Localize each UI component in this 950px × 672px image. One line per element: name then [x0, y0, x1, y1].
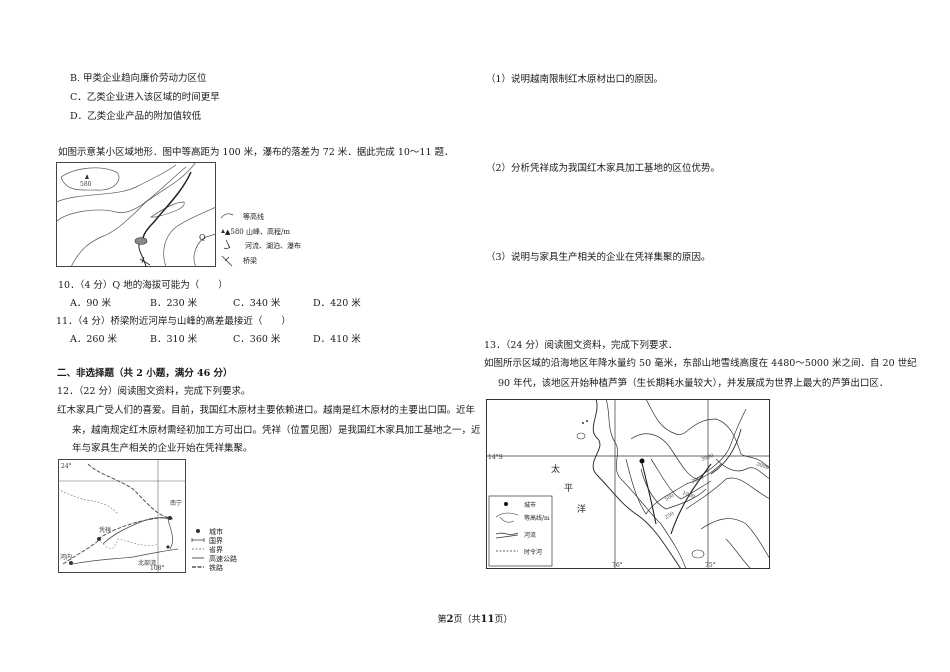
svg-text:14°S: 14°S [488, 454, 503, 461]
svg-text:等高线/m: 等高线/m [524, 514, 550, 522]
q10-option-d: D．420 米 [313, 298, 361, 309]
svg-text:500: 500 [664, 493, 675, 503]
legend-highway: 高速公路 [209, 555, 237, 563]
q10-stem: 10．（4 分）Q 地的海拔可能为（ ） [58, 280, 228, 291]
q12-sub2: （2）分析凭祥成为我国红木家具加工基地的区位优势。 [486, 163, 721, 174]
legend-contour: 等高线 [243, 213, 264, 221]
svg-text:时令河: 时令河 [524, 548, 542, 556]
contour-map-legend [220, 210, 234, 268]
q13-passage-line2: 90 年代，该地区开始种植芦笋（生长期耗水量较大），并发展成为世界上最大的芦笋出… [498, 378, 889, 389]
city-dot-icon [504, 502, 508, 506]
contour-map-figure: 580 Q [56, 162, 216, 267]
q13-stem: 13．（24 分）阅读图文资料，完成下列要求． [484, 340, 678, 351]
q12-sub1: （1）说明越南限制红木原材出口的原因。 [486, 74, 664, 85]
legend-city: 城市 [209, 528, 223, 536]
q12-sub3: （3）说明与家具生产相关的企业在凭祥集聚的原因。 [486, 252, 711, 263]
option-d-prev: D．乙类企业产品的附加值较低 [70, 111, 202, 122]
option-c-prev: C．乙类企业进入该区域的时间更早 [70, 92, 220, 103]
svg-text:75°: 75° [705, 562, 716, 569]
city-dot-icon [69, 561, 73, 565]
q11-option-b: B．310 米 [150, 334, 198, 345]
legend-bridge: 桥梁 [243, 257, 257, 265]
q12-stem: 12．（22 分）阅读图文资料，完成下列要求。 [57, 386, 251, 397]
svg-text:平: 平 [564, 483, 573, 494]
svg-text:24°: 24° [61, 463, 72, 470]
svg-text:Q: Q [199, 233, 206, 242]
svg-text:250: 250 [664, 511, 675, 521]
q12-passage-line2: 来，越南规定红木原材需经初加工方可出口。凭祥（位置见图）是我国红木家具加工基地之… [72, 425, 481, 436]
river-icon [495, 532, 519, 539]
page-footer: 第2页（共11页） [437, 614, 513, 625]
bridge-icon [221, 255, 233, 267]
svg-text:河内: 河内 [60, 553, 72, 561]
q12-passage-line1: 红木家具广受人们的喜爱。目前，我国红木原材主要依赖进口。越南是红木原材的主要出口… [57, 405, 476, 416]
page-number: 2 [446, 614, 454, 625]
contour-line-icon [220, 213, 234, 219]
peru-coast-map-figure: 14°S 76° 75° 太 平 洋 3000 3000 2000 1000 5… [486, 399, 770, 569]
svg-text:3000: 3000 [755, 461, 769, 471]
pingxiang-map-figure: 24° 108° 南宁 凭祥 河内 北部湾 [58, 459, 186, 573]
svg-text:北部湾: 北部湾 [138, 559, 156, 567]
peak-triangle-icon [221, 229, 225, 233]
q11-stem: 11．（4 分）桥梁附近河岸与山峰的高差最接近（ ） [56, 316, 291, 327]
q10-option-a: A．90 米 [70, 298, 111, 309]
river-lake-waterfall-icon [223, 239, 231, 250]
legend-peak: ▲580 山峰、高程/m [225, 228, 290, 236]
legend-river: 河流、湖泊、瀑布 [245, 242, 301, 250]
q12-passage-line3: 年与家具生产相关的企业开始在凭祥集聚。 [72, 443, 253, 454]
legend-railway: 铁路 [209, 564, 223, 572]
svg-text:1000: 1000 [681, 490, 695, 500]
svg-text:76°: 76° [612, 562, 623, 569]
pingxiang-map-legend [190, 528, 206, 573]
intro-q10-11: 如图示意某小区域地形．图中等高距为 100 米，瀑布的落差为 72 米．据此完成… [58, 147, 454, 158]
peak-triangle-icon [85, 174, 89, 179]
option-b-prev: B. 甲类企业趋向廉价劳动力区位 [70, 73, 207, 84]
legend-national-border: 国界 [209, 537, 223, 545]
pingxiang-map: 24° 108° 南宁 凭祥 河内 北部湾 [58, 459, 186, 573]
city-dot-icon [166, 545, 170, 549]
peru-coast-map: 14°S 76° 75° 太 平 洋 3000 3000 2000 1000 5… [486, 399, 770, 569]
svg-text:3000: 3000 [701, 453, 715, 463]
national-border-icon [191, 538, 205, 542]
legend-province-border: 省界 [209, 546, 223, 554]
q10-option-c: C．340 米 [233, 298, 281, 309]
q11-option-a: A．260 米 [70, 334, 118, 345]
city-dot-icon [168, 516, 172, 520]
q10-option-b: B．230 米 [150, 298, 198, 309]
svg-text:2000: 2000 [691, 475, 705, 485]
peru-map-legend [488, 495, 553, 567]
q11-option-d: D．410 米 [313, 334, 361, 345]
city-dot-icon [639, 458, 645, 464]
city-dot-icon [97, 537, 101, 541]
svg-text:太: 太 [551, 463, 560, 475]
section2-title: 二、非选择题（共 2 小题，满分 46 分） [57, 368, 233, 379]
city-dot-icon [196, 529, 200, 533]
svg-text:南宁: 南宁 [170, 499, 182, 507]
q11-option-c: C．360 米 [233, 334, 281, 345]
svg-text:凭祥: 凭祥 [99, 526, 111, 534]
svg-text:108°: 108° [150, 565, 164, 572]
q13-passage-line1: 如图所示区域的沿海地区年降水量约 50 毫米，东部山地雪线高度在 4480～50… [484, 358, 917, 369]
svg-text:河流: 河流 [524, 531, 536, 539]
svg-text:洋: 洋 [577, 503, 586, 515]
contour-line-icon [495, 512, 519, 523]
contour-map: 580 Q [56, 162, 216, 267]
svg-text:580: 580 [80, 181, 92, 188]
svg-text:城市: 城市 [524, 501, 536, 509]
page-total: 11 [480, 614, 495, 625]
